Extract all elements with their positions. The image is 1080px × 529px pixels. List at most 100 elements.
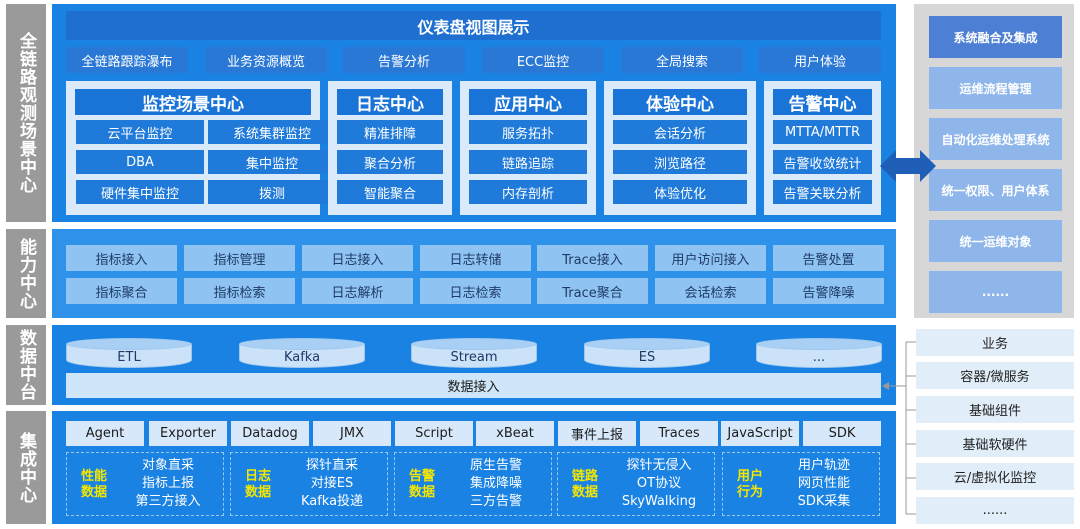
- panel-item[interactable]: 内存剖析: [469, 180, 587, 204]
- integration-item[interactable]: JMX: [313, 421, 391, 446]
- dashboard-title-text: 仪表盘视图展示: [417, 17, 530, 37]
- panel-item[interactable]: 聚合分析: [337, 150, 443, 174]
- capability-item[interactable]: 告警处置: [773, 245, 884, 271]
- cylinder-top: [239, 338, 365, 350]
- cylinder-top: [66, 338, 192, 350]
- cylinder-label: ETL: [117, 349, 141, 365]
- integration-item[interactable]: Traces: [640, 421, 718, 446]
- side-label-data-platform: 数据中台: [6, 325, 46, 405]
- integration-item[interactable]: Datadog: [231, 421, 309, 446]
- side-label-text: 集成中心: [16, 431, 36, 504]
- dashboard-tab[interactable]: 告警分析: [343, 47, 465, 73]
- panel-item[interactable]: 链路追踪: [469, 150, 587, 174]
- panel-title: 监控场景中心: [75, 89, 311, 115]
- source-item[interactable]: ......: [916, 497, 1074, 524]
- group-label-line: 数据: [244, 485, 271, 500]
- system-item[interactable]: 运维流程管理: [929, 67, 1062, 109]
- panel-item[interactable]: 体验优化: [613, 180, 747, 204]
- integration-item[interactable]: SDK: [803, 421, 881, 446]
- integration-item[interactable]: Agent: [66, 421, 144, 446]
- system-item[interactable]: ......: [929, 271, 1062, 313]
- panel-item[interactable]: DBA: [76, 150, 204, 174]
- panel-item[interactable]: 云平台监控: [76, 120, 204, 144]
- dashboard-tab[interactable]: 用户体验: [759, 47, 881, 73]
- panel-item[interactable]: 集中监控: [208, 150, 336, 174]
- data-cylinder[interactable]: Kafka: [239, 338, 365, 368]
- capability-item[interactable]: Trace接入: [537, 245, 648, 271]
- source-item[interactable]: 基础组件: [916, 396, 1074, 423]
- data-cylinder[interactable]: Stream: [411, 338, 537, 368]
- data-cylinder[interactable]: ...: [756, 338, 882, 368]
- group-label-line: 链路: [571, 469, 598, 484]
- capability-item[interactable]: Trace聚合: [537, 278, 648, 304]
- dashboard-tab[interactable]: 业务资源概览: [205, 47, 327, 73]
- capability-item[interactable]: 会话检索: [655, 278, 766, 304]
- group-label-line: 日志: [244, 469, 271, 484]
- source-item[interactable]: 容器/微服务: [916, 362, 1074, 389]
- data-cylinder[interactable]: ES: [584, 338, 710, 368]
- panel-item[interactable]: 智能聚合: [337, 180, 443, 204]
- capability-item[interactable]: 日志转储: [420, 245, 531, 271]
- capability-item[interactable]: 告警降噪: [773, 278, 884, 304]
- panel-item[interactable]: 告警关联分析: [773, 180, 872, 204]
- capability-item[interactable]: 指标聚合: [66, 278, 177, 304]
- panel-item[interactable]: 会话分析: [613, 120, 747, 144]
- integration-item[interactable]: 事件上报: [558, 421, 636, 446]
- system-item[interactable]: 统一运维对象: [929, 220, 1062, 262]
- integration-item[interactable]: Script: [395, 421, 473, 446]
- group-line: 对接ES: [310, 476, 354, 491]
- group-label-line: 数据: [80, 485, 107, 500]
- capability-item[interactable]: 日志接入: [302, 245, 413, 271]
- group-line: SDK采集: [797, 494, 851, 509]
- cylinder-label: ...: [812, 349, 826, 365]
- group-lines: 原生告警集成降噪三方告警: [444, 457, 548, 511]
- integration-group: [394, 452, 552, 516]
- panel-item[interactable]: 精准排障: [337, 120, 443, 144]
- capability-item[interactable]: 指标检索: [184, 278, 295, 304]
- capability-item[interactable]: 日志检索: [420, 278, 531, 304]
- panel-title: 日志中心: [337, 89, 443, 115]
- dashboard-tab[interactable]: 全局搜索: [621, 47, 743, 73]
- group-label: 告警数据: [404, 469, 440, 501]
- group-line: OT协议: [636, 476, 682, 491]
- capability-item[interactable]: 指标接入: [66, 245, 177, 271]
- panel-item[interactable]: 告警收敛统计: [773, 150, 872, 174]
- system-item[interactable]: 系统融合及集成: [929, 16, 1062, 58]
- data-ingest-bar: 数据接入: [66, 373, 881, 398]
- group-label-line: 用户: [736, 469, 763, 484]
- group-line: 探针无侵入: [626, 458, 692, 473]
- panel-item[interactable]: 系统集群监控: [208, 120, 336, 144]
- group-label: 链路数据: [567, 469, 603, 501]
- panel-item[interactable]: 服务拓扑: [469, 120, 587, 144]
- dashboard-tab[interactable]: 全链路跟踪瀑布: [66, 47, 188, 73]
- group-label-line: 告警: [408, 469, 435, 484]
- system-item[interactable]: 自动化运维处理系统: [929, 118, 1062, 160]
- panel-title: 应用中心: [469, 89, 587, 115]
- capability-item[interactable]: 指标管理: [184, 245, 295, 271]
- integration-group: [557, 452, 715, 516]
- source-item[interactable]: 云/虚拟化监控: [916, 463, 1074, 490]
- capability-band: [52, 229, 896, 318]
- integration-item[interactable]: xBeat: [476, 421, 554, 446]
- cylinder-top: [584, 338, 710, 350]
- panel-item[interactable]: MTTA/MTTR: [773, 120, 872, 144]
- source-item[interactable]: 业务: [916, 329, 1074, 356]
- data-cylinder[interactable]: ETL: [66, 338, 192, 368]
- source-item[interactable]: 基础软硬件: [916, 430, 1074, 457]
- integration-item[interactable]: Exporter: [149, 421, 227, 446]
- panel-item[interactable]: 拨测: [208, 180, 336, 204]
- capability-item[interactable]: 日志解析: [302, 278, 413, 304]
- group-line: Kafka投递: [300, 494, 364, 509]
- data-ingest-label: 数据接入: [447, 380, 500, 395]
- capability-item[interactable]: 用户访问接入: [655, 245, 766, 271]
- integration-group: [722, 452, 880, 516]
- cylinder-top: [411, 338, 537, 350]
- integration-group: [66, 452, 224, 516]
- integration-item[interactable]: JavaScript: [721, 421, 799, 446]
- system-item[interactable]: 统一权限、用户体系: [929, 169, 1062, 211]
- dashboard-tab[interactable]: ECC监控: [482, 47, 604, 73]
- panel-item[interactable]: 浏览路径: [613, 150, 747, 174]
- integration-group: [230, 452, 388, 516]
- panel-item[interactable]: 硬件集中监控: [76, 180, 204, 204]
